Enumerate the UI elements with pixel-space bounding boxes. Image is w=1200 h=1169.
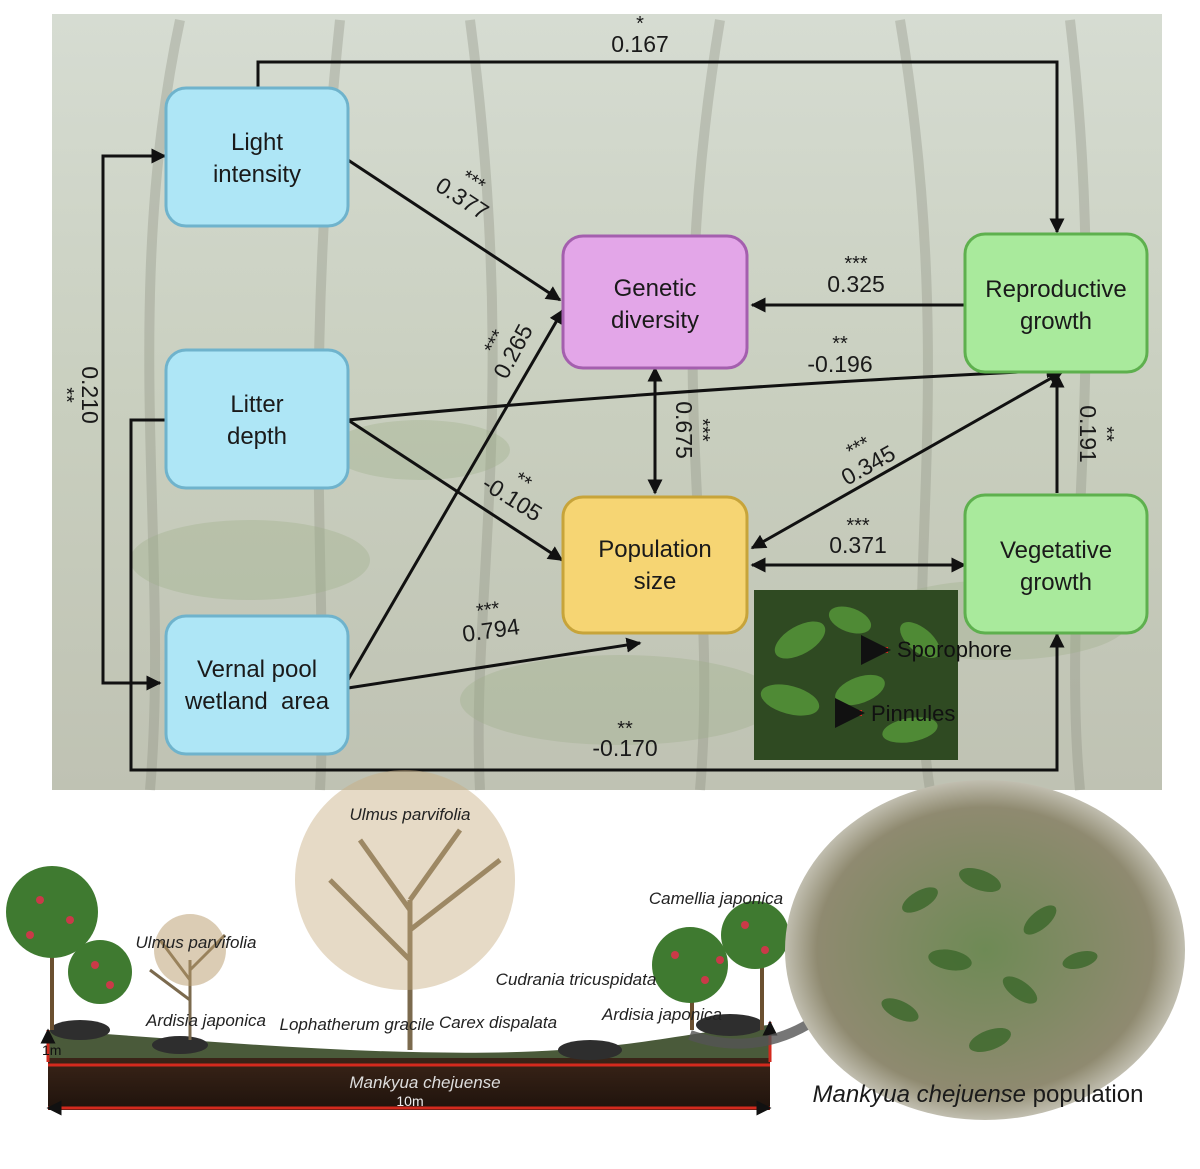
sig-vernal-population: *** [475,598,501,623]
edge-light-genetic [347,158,562,302]
edge-labels: * 0.167 *** 0.377 *** 0.325 0.210 ** ***… [55,13,1117,761]
coef-population-vegetative: 0.371 [829,532,887,558]
node-box [164,348,350,490]
node-label-line2: depth [227,423,287,450]
sig-population-vegetative: *** [846,515,870,537]
node-label-line2: size [634,568,677,595]
coef-vegetative-reproductive: 0.191 [1075,405,1101,463]
tree-camellia-left [6,866,132,1030]
population-caption-rest: population [1026,1081,1143,1108]
node-box [561,495,749,635]
node-light-intensity: Light intensity [164,86,350,228]
node-label-line1: Vernal pool [197,656,317,683]
sig-reproductive-genetic: *** [844,253,868,275]
population-caption-species: Mankyua chejuense [813,1081,1026,1108]
node-label-line1: Light [231,129,283,156]
label-ardisia-right: Ardisia japonica [601,1005,722,1024]
sig-light-reproductive: * [636,13,644,35]
scale-height: 1m [42,1042,61,1058]
edge-population-reproductive [750,370,1064,550]
label-cudrania: Cudrania tricuspidata [496,970,657,989]
tree-ulmus-small [149,914,227,1040]
node-label-line2: growth [1020,308,1092,335]
label-pinnules: Pinnules [871,701,955,726]
node-reproductive-growth: Reproductive growth [963,232,1149,374]
edge-light-reproductive [256,60,1065,234]
node-population-size: Population size [561,495,749,635]
habitat-illustration: Ulmus parvifolia Ulmus parvifolia Camell… [6,770,880,1116]
edge-vernal-genetic [346,308,565,681]
edge-vernal-population [347,637,642,690]
label-lophatherum: Lophatherum gracile [280,1015,435,1034]
node-label-line2: intensity [213,161,301,188]
sig-vegetative-reproductive: ** [1095,426,1117,442]
coef-genetic-population: 0.675 [671,401,697,459]
label-mankyua: Mankyua chejuense [349,1073,500,1092]
sig-genetic-population: *** [691,418,713,442]
node-vegetative-growth: Vegetative growth [963,493,1149,635]
node-litter-depth: Litter depth [164,348,350,490]
node-label-line2: growth [1020,569,1092,596]
node-label-line2: wetland area [184,688,330,715]
node-box [164,86,350,228]
tree-camellia-right [652,901,789,1030]
node-vernal-pool: Vernal pool wetland area [164,614,350,756]
node-label-line1: Vegetative [1000,537,1112,564]
node-genetic-diversity: Genetic diversity [561,234,749,370]
node-label-line1: Genetic [614,275,697,302]
node-box [164,614,350,756]
label-ulmus-top: Ulmus parvifolia [350,805,471,824]
label-camellia: Camellia japonica [649,889,783,908]
coef-litter-vegetative: -0.170 [592,735,657,761]
inset-fern-photo: Sporophore Pinnules [754,590,1012,760]
edge-litter-vegetative [129,418,1065,772]
scale-width: 10m [396,1093,423,1109]
node-box [963,232,1149,374]
population-caption: Mankyua chejuense population [813,1081,1144,1108]
coef-reproductive-genetic: 0.325 [827,271,885,297]
label-ardisia-left: Ardisia japonica [145,1011,266,1030]
coef-vernal-light: 0.210 [77,366,103,424]
node-label-line1: Litter [230,391,283,418]
edge-litter-population [347,418,564,562]
sig-litter-reproductive: ** [832,333,848,355]
coef-light-reproductive: 0.167 [611,31,669,57]
node-label-line1: Reproductive [985,276,1126,303]
label-carex: Carex dispalata [439,1013,557,1032]
node-box [963,493,1149,635]
node-label-line2: diversity [611,307,699,334]
label-ulmus-left: Ulmus parvifolia [136,933,257,952]
sig-litter-vegetative: ** [617,718,633,740]
label-sporophore: Sporophore [897,637,1012,662]
node-label-line1: Population [598,536,711,563]
edges [101,60,1065,772]
node-box [561,234,749,370]
tree-ulmus-large [295,770,515,1050]
population-photo: Mankyua chejuense population [785,780,1185,1120]
sig-vernal-light: ** [55,387,77,403]
coef-litter-reproductive: -0.196 [807,351,872,377]
